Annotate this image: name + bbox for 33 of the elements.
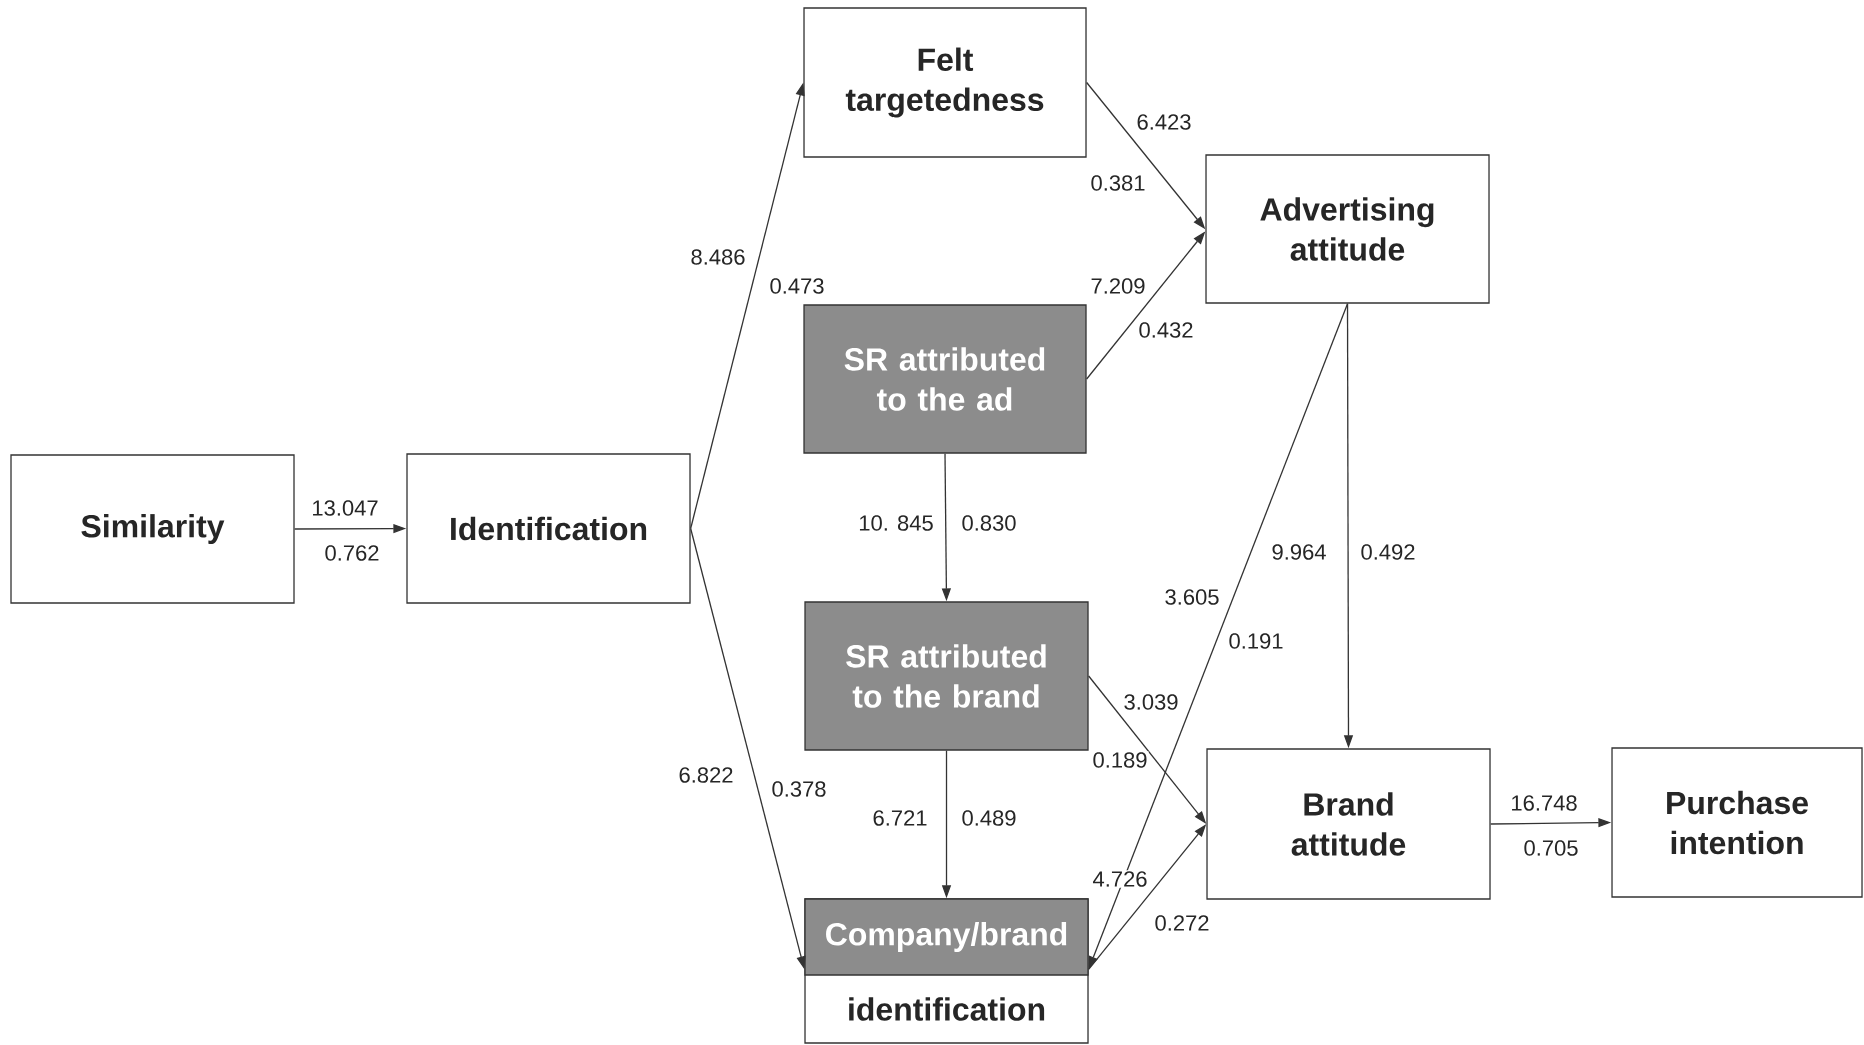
edge-label: 8.486	[689, 248, 747, 266]
edge-label: 3.605	[1163, 588, 1221, 606]
edge-label: 0.381	[1089, 174, 1147, 192]
split-box: Company/brand identification	[804, 898, 1089, 1044]
edge-label: 6.423	[1135, 113, 1193, 131]
edge-label: 0.830	[960, 514, 1018, 532]
edge-label: 16.748	[1509, 794, 1579, 812]
edge-label: 0.272	[1153, 914, 1211, 932]
edge-label: 13.047	[310, 499, 380, 517]
process-box: Brand attitude	[1206, 748, 1491, 900]
edge-label: 0.473	[768, 277, 826, 295]
shaded-box: SR attributed to the brand	[804, 601, 1089, 751]
edge-label: 4.726	[1091, 870, 1149, 888]
process-box: Identification	[406, 453, 691, 604]
edge-label: 0.378	[770, 780, 828, 798]
edge-label: 0.492	[1359, 543, 1417, 561]
process-box: Purchase intention	[1611, 747, 1863, 898]
process-box: Advertising attitude	[1205, 154, 1490, 304]
edge-label: 3.039	[1122, 693, 1180, 711]
edge-label: 0.189	[1091, 751, 1149, 769]
edge-label: 7.209	[1089, 277, 1147, 295]
edge-label: 0.432	[1137, 321, 1195, 339]
edge-label: 0.489	[960, 809, 1018, 827]
shaded-box: SR attributed to the ad	[803, 304, 1087, 454]
edge-label: 6.721	[871, 809, 929, 827]
process-box: Felt targetedness	[803, 7, 1087, 158]
edge-label: 0.762	[323, 544, 381, 562]
process-box: Similarity	[10, 454, 295, 604]
edge-label: 6.822	[677, 766, 735, 784]
edge-label: 9.964	[1270, 543, 1328, 561]
edge-label: 0.705	[1522, 839, 1580, 857]
edge-label: 10. 845	[857, 514, 935, 532]
edge-label: 0.191	[1227, 632, 1285, 650]
